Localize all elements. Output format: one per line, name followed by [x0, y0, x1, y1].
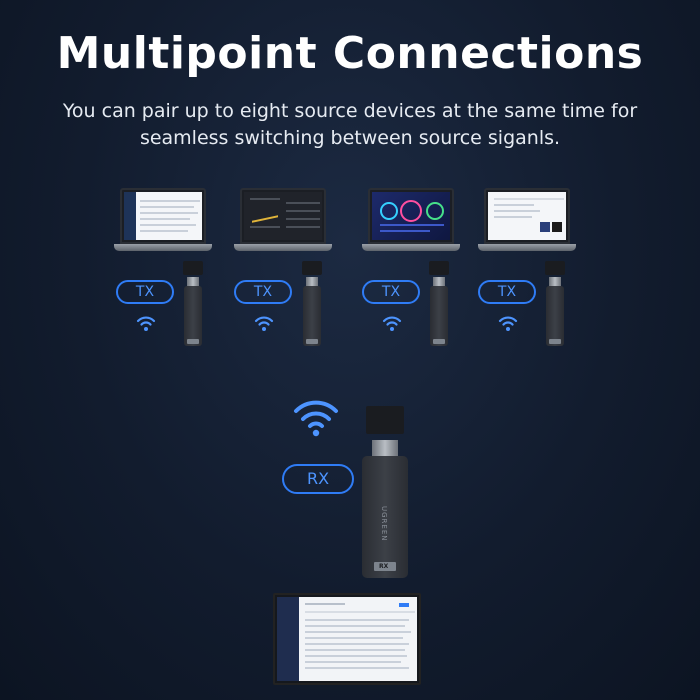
wifi-signal-icon: [136, 316, 156, 331]
rx-tag-text: RX: [379, 563, 389, 570]
tx-badge-4: TX: [478, 280, 536, 304]
wifi-signal-icon: [254, 316, 274, 331]
tx-dongle-1: [181, 261, 205, 347]
monitor-screen: [277, 597, 417, 681]
rx-badge: RX: [282, 464, 354, 494]
laptop-screen: [124, 192, 202, 240]
tx-dongle-3: [427, 261, 451, 347]
source-laptop-3: [362, 188, 460, 254]
laptop-screen: [372, 192, 450, 240]
wifi-signal-icon: [498, 316, 518, 331]
rx-dongle: UGREEN RX: [362, 406, 408, 578]
tx-badge-2: TX: [234, 280, 292, 304]
rx-brand-text: UGREEN: [380, 506, 388, 542]
laptop-screen: [488, 192, 566, 240]
source-laptop-4: [478, 188, 576, 254]
wifi-signal-icon: [294, 400, 338, 437]
laptop-screen: [244, 192, 322, 240]
source-laptop-2: [234, 188, 332, 254]
page-title: Multipoint Connections: [56, 28, 644, 79]
tx-badge-3: TX: [362, 280, 420, 304]
source-laptop-1: [114, 188, 212, 254]
tx-dongle-2: [300, 261, 324, 347]
page-subtitle: You can pair up to eight source devices …: [62, 100, 638, 149]
display-monitor: [273, 593, 421, 685]
tx-dongle-4: [543, 261, 567, 347]
tx-badge-1: TX: [116, 280, 174, 304]
wifi-signal-icon: [382, 316, 402, 331]
